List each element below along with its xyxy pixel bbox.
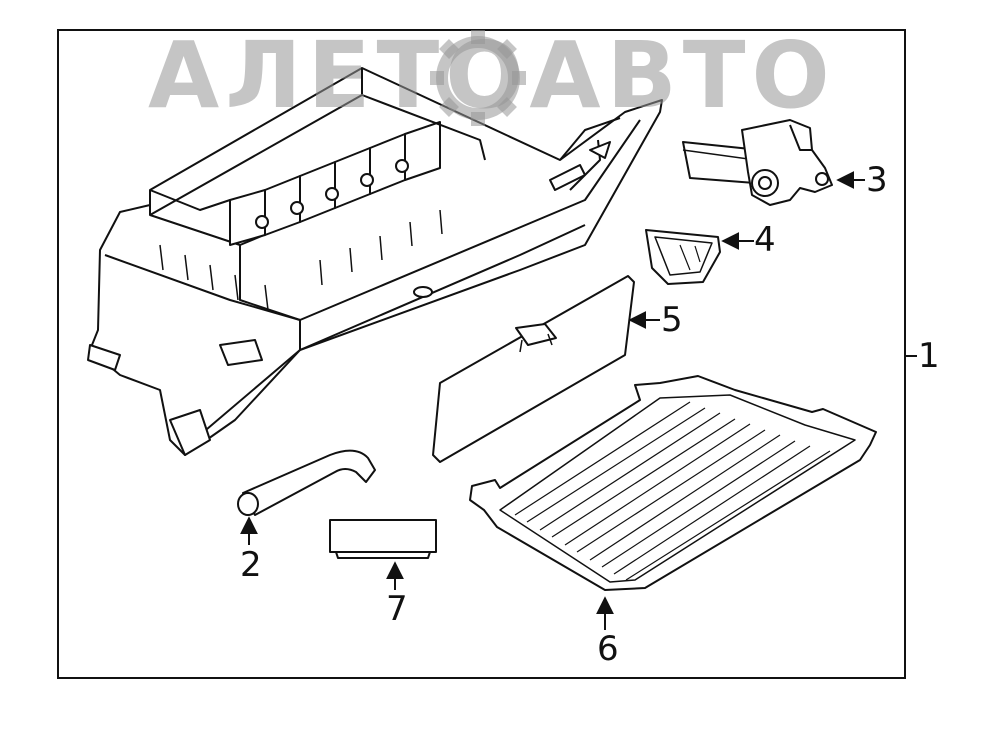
watermark-text: АЛЕТОАВТО [148, 22, 836, 129]
pad [329, 519, 437, 559]
callout-2: 2 [240, 545, 262, 585]
callout-3: 3 [866, 160, 888, 200]
callout-4: 4 [754, 220, 776, 260]
glovebox-housing [87, 67, 663, 456]
gear-watermark-icon [430, 30, 526, 126]
damper-latch [682, 119, 833, 206]
handle-bezel [645, 229, 721, 285]
lid-insert-panel [432, 275, 635, 463]
callout-6: 6 [597, 629, 619, 669]
floor-mat [469, 375, 877, 591]
callout-1: 1 [918, 336, 940, 376]
callout-7: 7 [386, 589, 408, 629]
hose [237, 449, 376, 516]
callout-5: 5 [661, 300, 683, 340]
